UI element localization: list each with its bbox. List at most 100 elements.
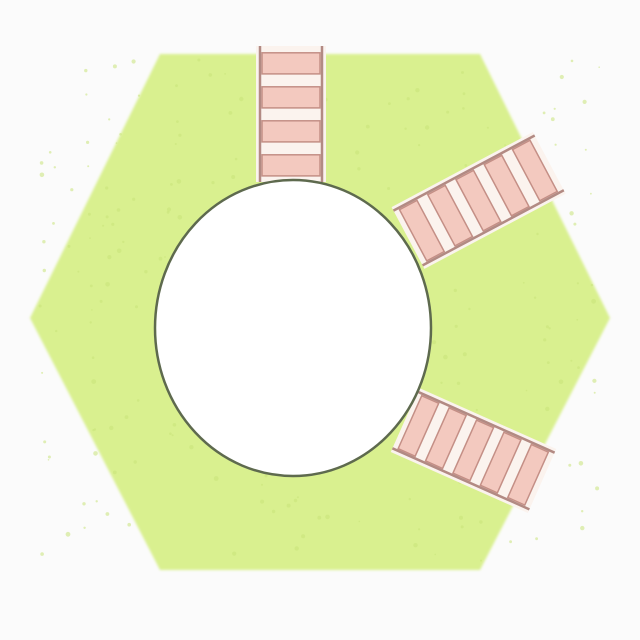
grass-speckle (456, 381, 461, 385)
grass-speckle (388, 102, 391, 105)
grass-speckle (462, 352, 467, 357)
grass-speckle (525, 389, 528, 392)
grass-speckle (406, 97, 410, 101)
track-rail (391, 447, 530, 511)
grass-speckle (52, 222, 55, 225)
grass-speckle (559, 74, 564, 80)
grass-speckle (47, 459, 50, 461)
grass-speckle (408, 497, 411, 501)
grass-speckle (462, 107, 465, 110)
track-tie (398, 199, 446, 262)
grass-speckle (415, 88, 420, 93)
grass-speckle (459, 515, 463, 520)
track-tie (261, 86, 321, 109)
track-upper-right (391, 131, 566, 269)
grass-speckle (550, 117, 555, 122)
grass-speckle (38, 304, 42, 308)
grass-speckle (535, 537, 538, 541)
grass-speckle (446, 110, 450, 114)
grass-speckle (172, 423, 177, 427)
grass-speckle (135, 305, 138, 309)
grass-speckle (453, 288, 457, 293)
grass-speckle (82, 502, 86, 506)
grass-speckle (89, 237, 91, 240)
grass-speckle (580, 525, 585, 531)
grass-speckle (548, 327, 551, 330)
grass-speckle (595, 486, 600, 491)
grass-speckle (166, 207, 172, 212)
grass-speckle (42, 268, 46, 273)
grass-speckle (387, 187, 391, 190)
grass-speckle (111, 222, 115, 226)
grass-speckle (122, 240, 125, 244)
grass-speckle (164, 256, 166, 258)
grass-speckle (261, 483, 263, 486)
grass-speckle (365, 124, 370, 129)
grass-speckle (178, 133, 182, 137)
grass-speckle (294, 546, 299, 551)
grass-speckle (39, 161, 44, 165)
grass-speckle (48, 151, 52, 154)
grass-speckle (325, 514, 330, 520)
grass-speckle (65, 531, 71, 537)
grass-speckle (443, 354, 448, 360)
grass-speckle (102, 224, 105, 227)
track-lower-right (390, 388, 557, 513)
grass-speckle (581, 510, 584, 513)
grass-speckle (39, 172, 45, 178)
grass-speckle (84, 68, 88, 73)
track-tie (479, 431, 522, 494)
grass-speckle (87, 165, 90, 168)
grass-speckle (132, 197, 136, 201)
grass-speckle (486, 126, 489, 129)
grass-speckle (590, 192, 592, 195)
grass-speckle (95, 500, 98, 503)
grass-speckle (424, 125, 430, 130)
grass-speckle (286, 503, 291, 508)
grass-speckle (260, 499, 265, 504)
grass-speckle (89, 321, 92, 324)
grass-speckle (475, 408, 478, 412)
grass-speckle (232, 551, 237, 556)
grass-speckle (546, 361, 550, 364)
grass-speckle (53, 166, 56, 169)
track-tie (424, 406, 468, 470)
grass-speckle (105, 512, 110, 516)
grass-speckle (432, 340, 437, 345)
grass-speckle (133, 460, 137, 464)
grass-speckle (228, 111, 233, 115)
grass-speckle (590, 283, 594, 287)
grass-speckle (175, 84, 178, 88)
grass-speckle (479, 520, 483, 524)
grass-speckle (570, 359, 573, 362)
grass-speckle (99, 299, 103, 303)
track-tie (426, 184, 474, 247)
grass-speckle (137, 94, 141, 97)
grass-speckle (176, 179, 182, 184)
track-tie (397, 394, 440, 458)
grass-speckle (170, 183, 173, 186)
grass-speckle (171, 434, 174, 437)
track-bed (256, 46, 326, 182)
grass-speckle (592, 378, 597, 383)
grass-speckle (176, 120, 179, 123)
grass-speckle (440, 381, 443, 384)
track-tie (506, 443, 550, 507)
grass-speckle (231, 175, 236, 179)
grass-speckle (522, 281, 525, 284)
central-pit[interactable] (153, 178, 433, 478)
grass-speckle (358, 520, 361, 523)
grass-speckle (224, 73, 227, 75)
grass-speckle (211, 181, 215, 185)
grass-speckle (577, 366, 580, 369)
grass-speckle (119, 133, 122, 136)
grass-speckle (355, 150, 360, 155)
grass-speckle (460, 525, 464, 529)
grass-speckle (553, 107, 556, 110)
grass-speckle (598, 66, 600, 68)
grass-speckle (112, 470, 117, 475)
grass-speckle (108, 118, 111, 121)
grass-speckle (576, 318, 579, 321)
